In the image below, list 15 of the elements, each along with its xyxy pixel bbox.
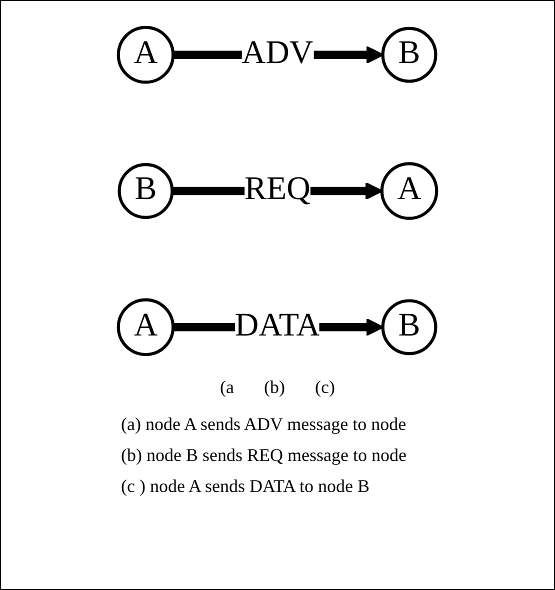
panel-label: (c) — [315, 377, 335, 398]
panel-label: (b) — [264, 377, 285, 398]
edge-label: ADV — [242, 36, 314, 72]
node-circle: A — [116, 26, 175, 84]
edge-label: DATA — [234, 308, 320, 344]
panel-label: (a — [220, 377, 234, 398]
node-circle: B — [381, 26, 438, 83]
caption-line: (b) node B sends REQ message to node — [121, 445, 406, 466]
node-circle: B — [118, 163, 174, 219]
node-circle: A — [380, 162, 438, 220]
node-circle: B — [381, 299, 438, 356]
node-circle: A — [116, 298, 175, 356]
caption-line: (a) node A sends ADV message to node — [121, 414, 406, 435]
caption-line: (c ) node A sends DATA to node B — [121, 476, 371, 497]
edge-label: REQ — [244, 172, 310, 208]
